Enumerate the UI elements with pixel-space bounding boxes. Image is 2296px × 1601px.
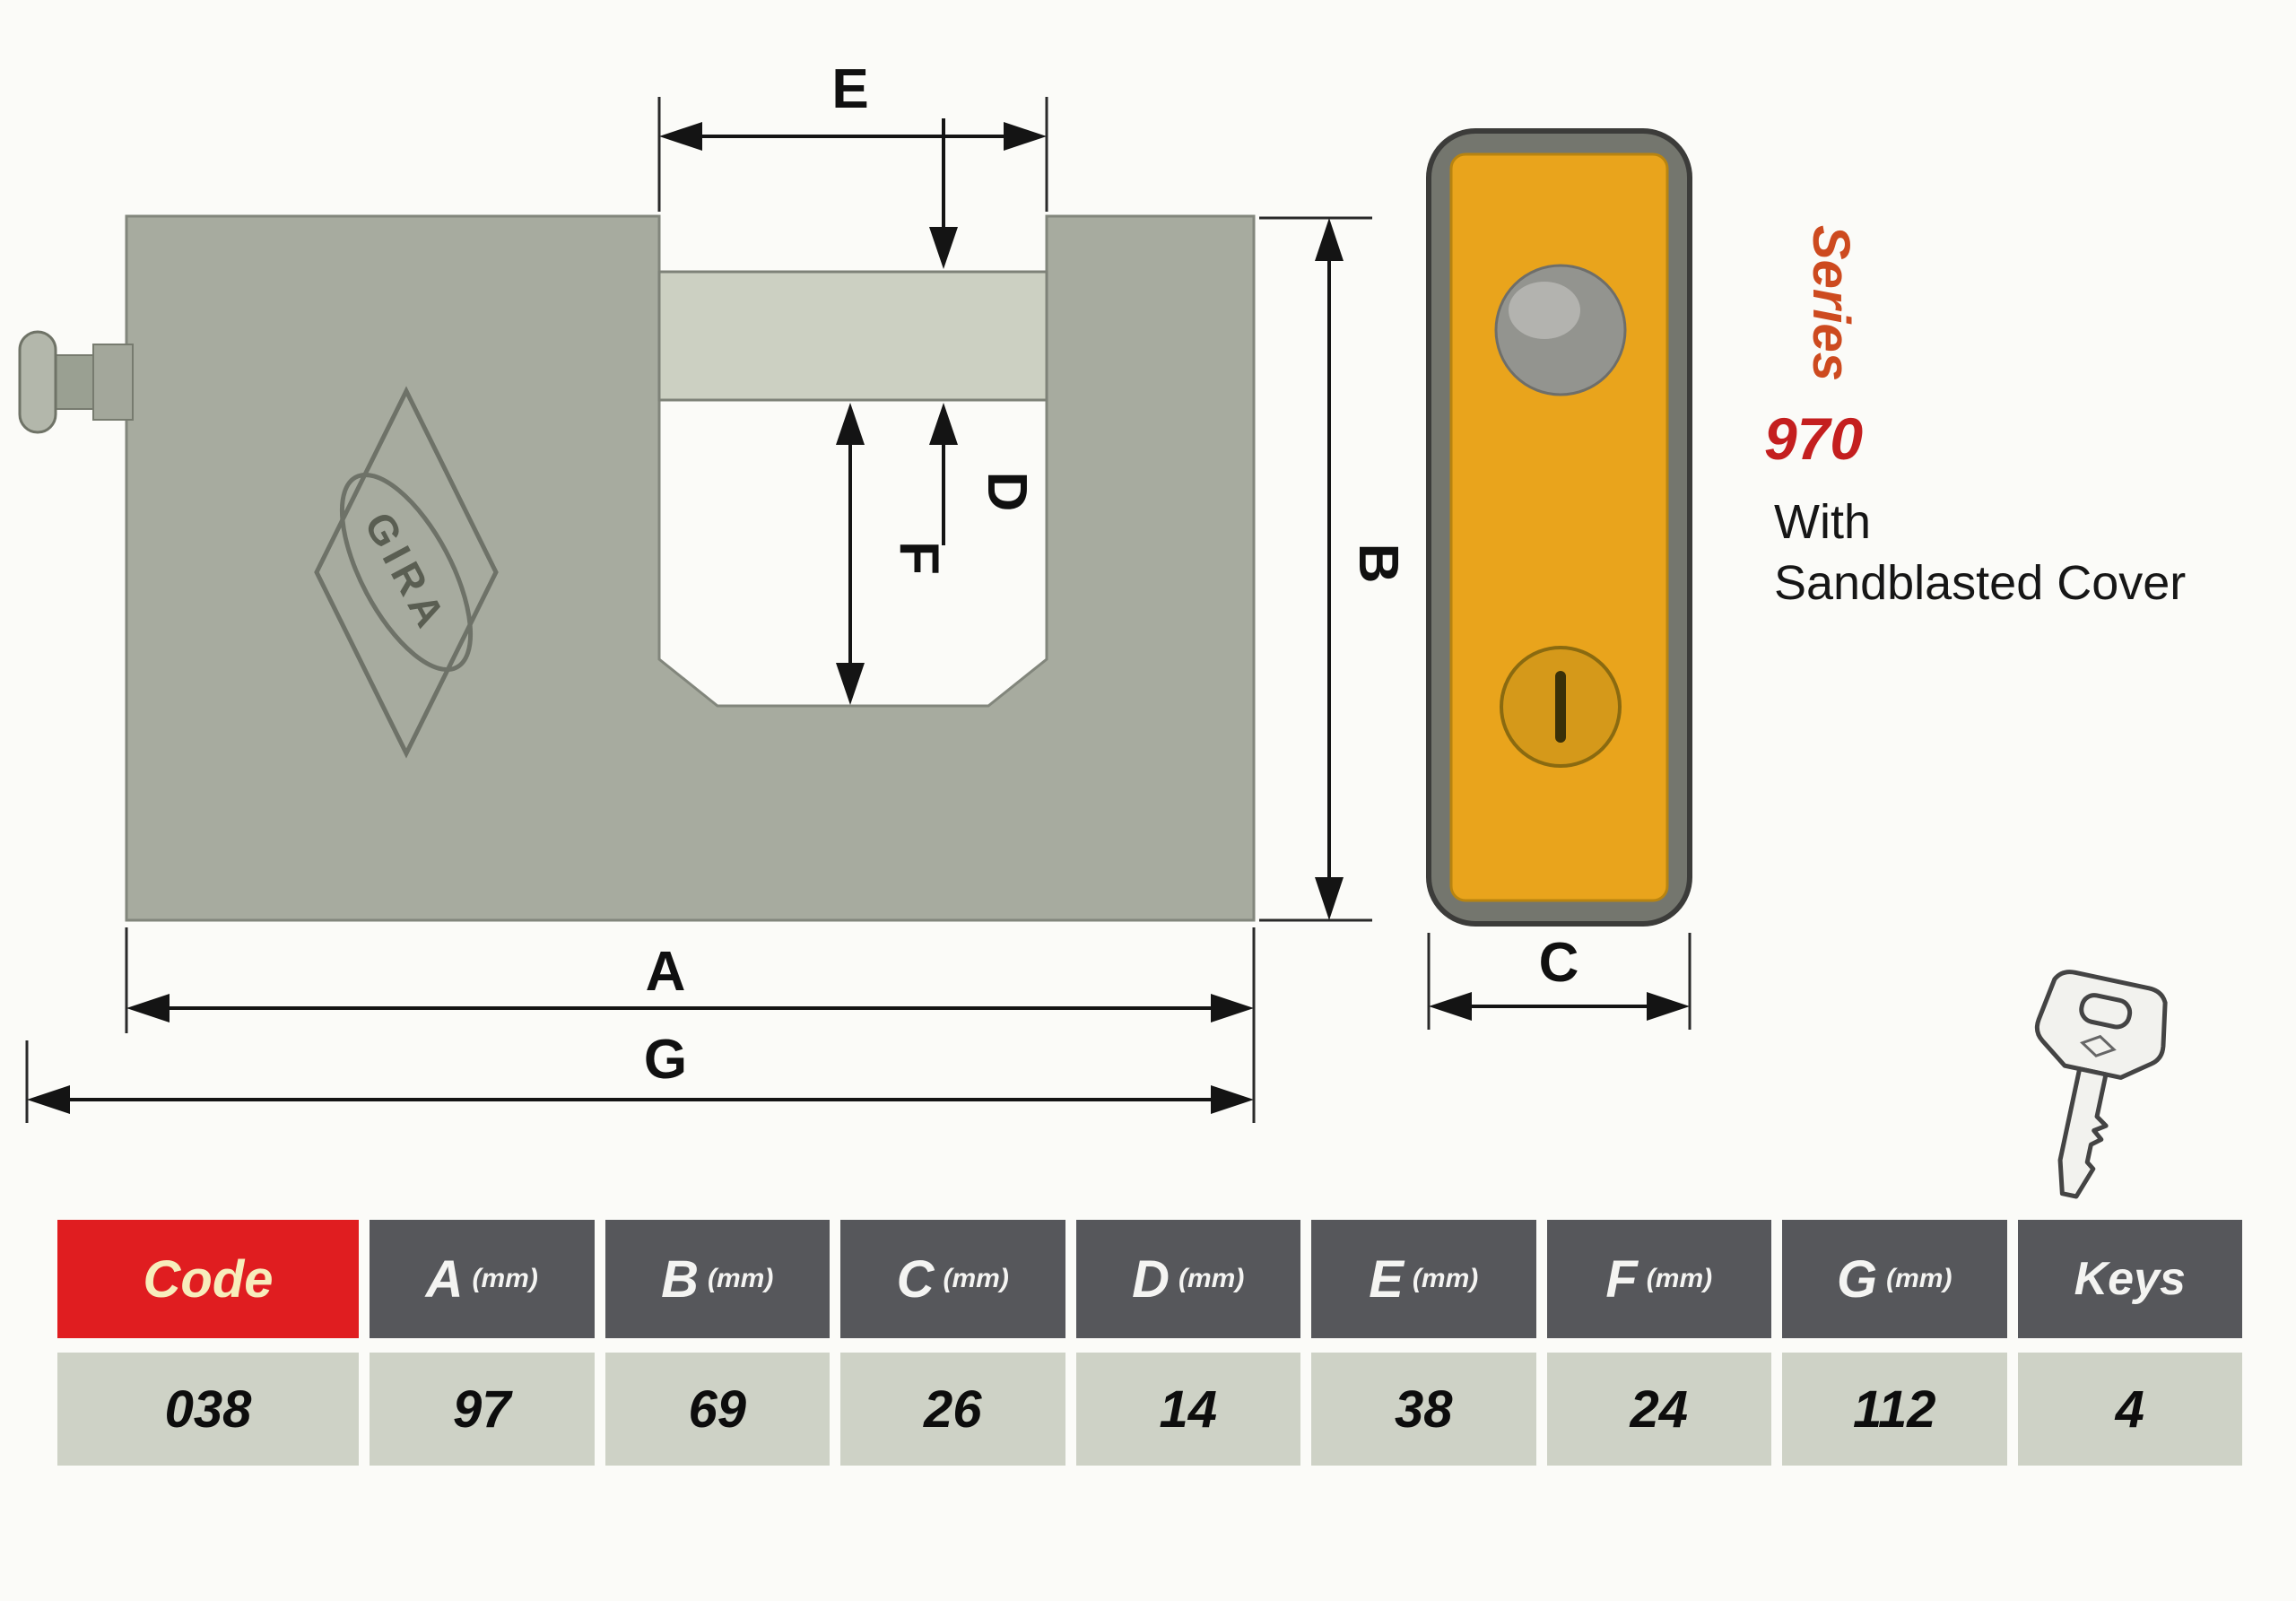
header-unit: (mm) <box>708 1264 774 1293</box>
header-unit: (mm) <box>1886 1264 1952 1293</box>
header-unit: (mm) <box>1646 1264 1713 1293</box>
table-value-keys: 4 <box>2017 1353 2242 1466</box>
tagline-line2: Sandblasted Cover <box>1774 556 2186 610</box>
table-value-a: 97 <box>370 1353 595 1466</box>
header-unit: (mm) <box>943 1264 1009 1293</box>
dim-c: C <box>1427 932 1692 1030</box>
table-value-e: 38 <box>1311 1353 1536 1466</box>
dim-label-b: B <box>1347 544 1409 584</box>
series-word: Series <box>1802 225 1860 381</box>
header-label: A <box>425 1249 464 1309</box>
padlock-side-view <box>1426 128 1692 927</box>
dim-label-f: F <box>888 541 950 575</box>
dim-e: E <box>657 58 1048 212</box>
table-header-a: A (mm) <box>370 1220 595 1338</box>
header-unit: (mm) <box>1178 1264 1245 1293</box>
table-value-d: 14 <box>1075 1353 1300 1466</box>
table-header-code: Code <box>57 1220 359 1338</box>
shackle-pin <box>18 330 134 434</box>
value-text: 38 <box>1394 1379 1453 1439</box>
table-header-c: C (mm) <box>840 1220 1065 1338</box>
dim-label-g: G <box>644 1029 687 1091</box>
table-header-f: F (mm) <box>1546 1220 1771 1338</box>
tagline-line1: With <box>1774 495 1871 549</box>
table-header-e: E (mm) <box>1311 1220 1536 1338</box>
dim-d: D <box>929 118 1038 545</box>
dim-g: G <box>25 1029 1254 1123</box>
header-label: E <box>1369 1249 1404 1309</box>
padlock-front-view: GIRA <box>18 214 1256 922</box>
header-unit: (mm) <box>472 1264 538 1293</box>
header-label: D <box>1132 1249 1170 1309</box>
table-header-g: G (mm) <box>1782 1220 2007 1338</box>
table-header-d: D (mm) <box>1075 1220 1300 1338</box>
header-label: Code <box>143 1249 274 1309</box>
dim-f: F <box>836 403 950 705</box>
spec-table: Code A (mm) B (mm) C (mm) D (mm) E (mm) … <box>57 1220 2242 1466</box>
table-value-c: 26 <box>840 1353 1065 1466</box>
shackle-bar <box>657 270 1048 402</box>
header-label: Keys <box>2074 1253 2186 1305</box>
dim-label-c: C <box>1539 932 1579 994</box>
keyhole-slot <box>1555 671 1566 743</box>
table-header-keys: Keys <box>2017 1220 2242 1338</box>
value-text: 97 <box>452 1379 511 1439</box>
dim-b: B <box>1259 216 1409 922</box>
header-label: F <box>1605 1249 1638 1309</box>
value-text: 14 <box>1159 1379 1217 1439</box>
value-text: 112 <box>1853 1379 1936 1439</box>
table-value-g: 112 <box>1782 1353 2007 1466</box>
table-header-b: B (mm) <box>604 1220 830 1338</box>
series-block: Series 970 With Sandblasted Cover <box>1764 225 2186 610</box>
header-label: B <box>661 1249 700 1309</box>
header-label: C <box>896 1249 935 1309</box>
table-value-b: 69 <box>604 1353 830 1466</box>
dim-label-e: E <box>831 58 868 120</box>
series-number: 970 <box>1764 405 1863 472</box>
value-text: 24 <box>1630 1379 1688 1439</box>
value-text: 26 <box>923 1379 982 1439</box>
value-text: 4 <box>2115 1379 2144 1439</box>
header-unit: (mm) <box>1412 1264 1479 1293</box>
value-text: 69 <box>688 1379 746 1439</box>
key-icon <box>2034 970 2168 1199</box>
header-label: G <box>1837 1249 1878 1309</box>
keyhole <box>1500 646 1622 768</box>
dim-a: A <box>125 927 1256 1123</box>
table-value-code: 038 <box>57 1353 359 1466</box>
dim-label-d: D <box>976 472 1038 512</box>
value-text: 038 <box>164 1379 252 1439</box>
dim-label-a: A <box>646 941 686 1003</box>
table-value-f: 24 <box>1546 1353 1771 1466</box>
ball-bearing <box>1494 264 1627 396</box>
